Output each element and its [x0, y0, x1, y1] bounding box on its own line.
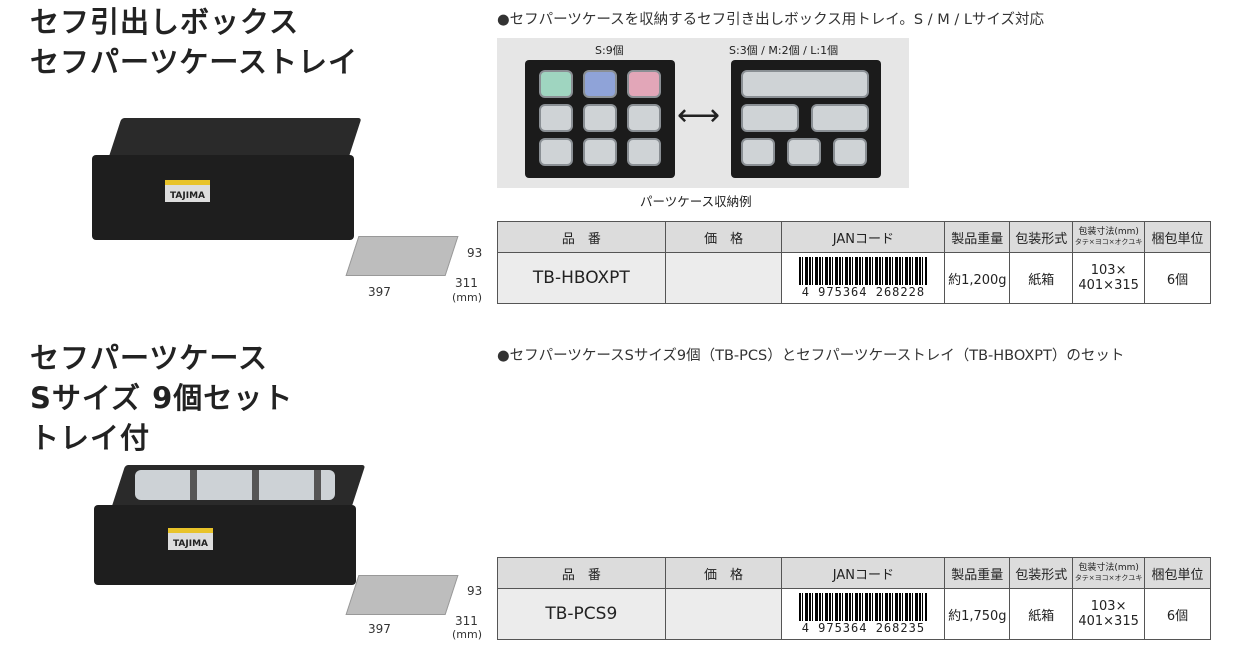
part-number: TB-PCS9 — [497, 588, 666, 640]
brand-logo: TAJIMA — [165, 180, 210, 202]
title-line: Sサイズ 9個セット — [30, 381, 294, 415]
header-weight: 製品重量 — [944, 557, 1011, 589]
spec-table-2: 品 番 価 格 JANコード 製品重量 包装形式 包装寸法(mm)タテ×ヨコ×オ… — [497, 557, 1211, 640]
weight: 約1,200g — [944, 252, 1011, 304]
header-weight: 製品重量 — [944, 221, 1011, 253]
header-packaging: 包装形式 — [1009, 557, 1074, 589]
pack-unit: 6個 — [1144, 252, 1211, 304]
title-line: トレイ付 — [30, 421, 151, 455]
spec-table-1: 品 番 価 格 JANコード 製品重量 包装形式 包装寸法(mm)タテ×ヨコ×オ… — [497, 221, 1211, 304]
header-part: 品 番 — [497, 221, 666, 253]
pack-unit: 6個 — [1144, 588, 1211, 640]
photo-caption: パーツケース収納例 — [640, 194, 752, 209]
header-jan: JANコード — [781, 221, 946, 253]
header-jan: JANコード — [781, 557, 946, 589]
table-row: TB-HBOXPT 4 975364 268228 約1,200g 紙箱 103… — [497, 252, 1211, 304]
part-number: TB-HBOXPT — [497, 252, 666, 304]
header-packaging: 包装形式 — [1009, 221, 1074, 253]
product-description-2: ●セフパーツケースSサイズ9個（TB-PCS）とセフパーツケーストレイ（TB-H… — [497, 348, 1125, 364]
table-row: TB-PCS9 4 975364 268235 約1,750g 紙箱 103×4… — [497, 588, 1211, 640]
table-header-row: 品 番 価 格 JANコード 製品重量 包装形式 包装寸法(mm)タテ×ヨコ×オ… — [497, 557, 1211, 589]
product-title-2: セフパーツケース Sサイズ 9個セット トレイ付 — [30, 338, 293, 458]
storage-example-photo: S:9個 S:3個 / M:2個 / L:1個 ⟷ — [497, 38, 909, 188]
packaging: 紙箱 — [1009, 252, 1074, 304]
product-description-1: ●セフパーツケースを収納するセフ引き出しボックス用トレイ。S / M / Lサイ… — [497, 12, 1044, 28]
header-unit: 梱包単位 — [1144, 557, 1211, 589]
packaging: 紙箱 — [1009, 588, 1074, 640]
package-dims: 103×401×315 — [1072, 252, 1146, 304]
double-arrow-icon: ⟷ — [677, 98, 721, 133]
title-line: セフ引出しボックス — [30, 5, 300, 39]
header-dims: 包装寸法(mm)タテ×ヨコ×オクユキ — [1072, 221, 1146, 253]
header-unit: 梱包単位 — [1144, 221, 1211, 253]
jan-barcode: 4 975364 268228 — [781, 252, 946, 304]
package-dims: 103×401×315 — [1072, 588, 1146, 640]
header-part: 品 番 — [497, 557, 666, 589]
title-line: セフパーツケーストレイ — [30, 45, 358, 79]
weight: 約1,750g — [944, 588, 1011, 640]
header-price: 価 格 — [664, 221, 783, 253]
header-dims: 包装寸法(mm)タテ×ヨコ×オクユキ — [1072, 557, 1146, 589]
brand-logo: TAJIMA — [168, 528, 213, 550]
title-line: セフパーツケース — [30, 341, 268, 375]
table-header-row: 品 番 価 格 JANコード 製品重量 包装形式 包装寸法(mm)タテ×ヨコ×オ… — [497, 221, 1211, 253]
header-price: 価 格 — [664, 557, 783, 589]
price — [664, 588, 783, 640]
price — [664, 252, 783, 304]
jan-barcode: 4 975364 268235 — [781, 588, 946, 640]
product-title-1: セフ引出しボックス セフパーツケーストレイ — [30, 2, 358, 82]
